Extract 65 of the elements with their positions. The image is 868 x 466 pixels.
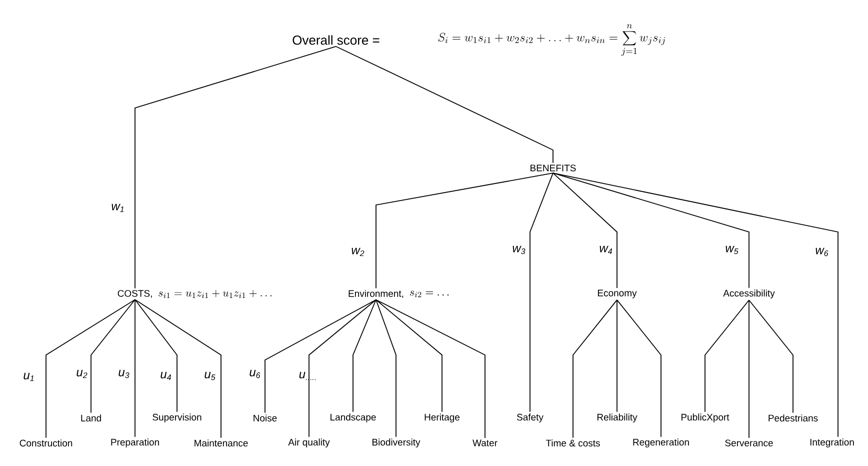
- tree-branch: [336, 46, 554, 164]
- score-label: Overall score =: [292, 35, 380, 45]
- weight-label: w$_{4}$: [600, 246, 612, 254]
- tree-branch: [352, 299, 376, 412]
- category-label: Heritage: [424, 414, 460, 422]
- category-label: Biodiversity: [372, 438, 420, 448]
- tree-branch: [748, 300, 750, 438]
- tree-branch: [704, 300, 750, 412]
- tree-branch: [376, 172, 554, 289]
- tree-branch: [264, 299, 376, 414]
- weight-label: u$_{1}$: [24, 372, 34, 382]
- weight-label: w$_{1}$: [112, 204, 124, 212]
- tree-branch: [134, 299, 222, 438]
- tree-branch: [376, 299, 486, 438]
- category-label: Integration: [810, 438, 854, 448]
- tree-branch: [572, 300, 618, 438]
- tree-branch: [134, 299, 136, 438]
- weight-label: w$_{3}$: [512, 246, 526, 254]
- category-label: Air quality: [288, 438, 330, 448]
- weight-label: u$_{5}$: [204, 372, 216, 380]
- category-label: Safety: [516, 414, 544, 422]
- category-label: Supervision: [152, 414, 202, 422]
- weight-label: w$_{2}$: [352, 248, 364, 256]
- weight-label: u$_{.....}$: [299, 372, 316, 380]
- category-label: Pedestrians: [768, 414, 818, 422]
- category-label: BENEFITS: [530, 164, 576, 172]
- tree-branch: [616, 300, 618, 412]
- category-label: Time & costs: [546, 440, 600, 446]
- tree-branch: [308, 299, 376, 438]
- category-label: PublicXport: [682, 414, 730, 422]
- score-formula: $S_i = w_1 s_{i1} + w_2 s_{i2} + \ldots + w_n s_{in} = \sum_{j=1}^{n} w_j s_{ij}$: [438, 24, 665, 56]
- weight-label: u$_{3}$: [118, 370, 130, 378]
- tree-branch: [748, 300, 794, 414]
- category-label: COSTS,: [118, 290, 152, 298]
- category-label: Landscape: [330, 414, 376, 422]
- tree-branch: [552, 172, 838, 438]
- weight-label: u$_{4}$: [160, 372, 172, 380]
- tree-branch: [90, 299, 136, 414]
- tree-branch: [376, 299, 442, 412]
- tree-branch: [530, 172, 554, 412]
- category-label: Water: [472, 440, 498, 446]
- tree-branch: [552, 172, 750, 288]
- tree-branch: [46, 299, 136, 438]
- tree-branch: [134, 46, 336, 289]
- tree-branch: [616, 300, 662, 438]
- weight-label: w$_{6}$: [816, 248, 828, 256]
- weight-label: u$_{6}$: [250, 370, 260, 378]
- score-formula: $s_{i2}=\ldots$: [410, 290, 449, 298]
- tree-branch: [134, 299, 178, 412]
- category-label: Serverance: [725, 440, 773, 446]
- category-label: Noise: [254, 414, 277, 422]
- tree-branch: [552, 172, 618, 288]
- category-label: Preparation: [111, 438, 159, 448]
- category-label: Reliability: [597, 414, 638, 422]
- tree-branch: [376, 299, 396, 438]
- category-label: Accessibility: [723, 290, 775, 298]
- category-label: Maintenance: [194, 440, 248, 446]
- category-label: Environment,: [348, 290, 404, 298]
- score-formula: $s_{i1}=u_1 z_{i1}+u_1 z_{i1}+\ldots$: [158, 290, 272, 298]
- category-label: Regeneration: [633, 438, 689, 448]
- weight-label: u$_{2}$: [76, 370, 88, 378]
- category-label: Land: [81, 414, 101, 422]
- weight-label: w$_{5}$: [726, 246, 738, 254]
- category-label: Economy: [598, 290, 637, 298]
- category-label: Construction: [20, 440, 72, 446]
